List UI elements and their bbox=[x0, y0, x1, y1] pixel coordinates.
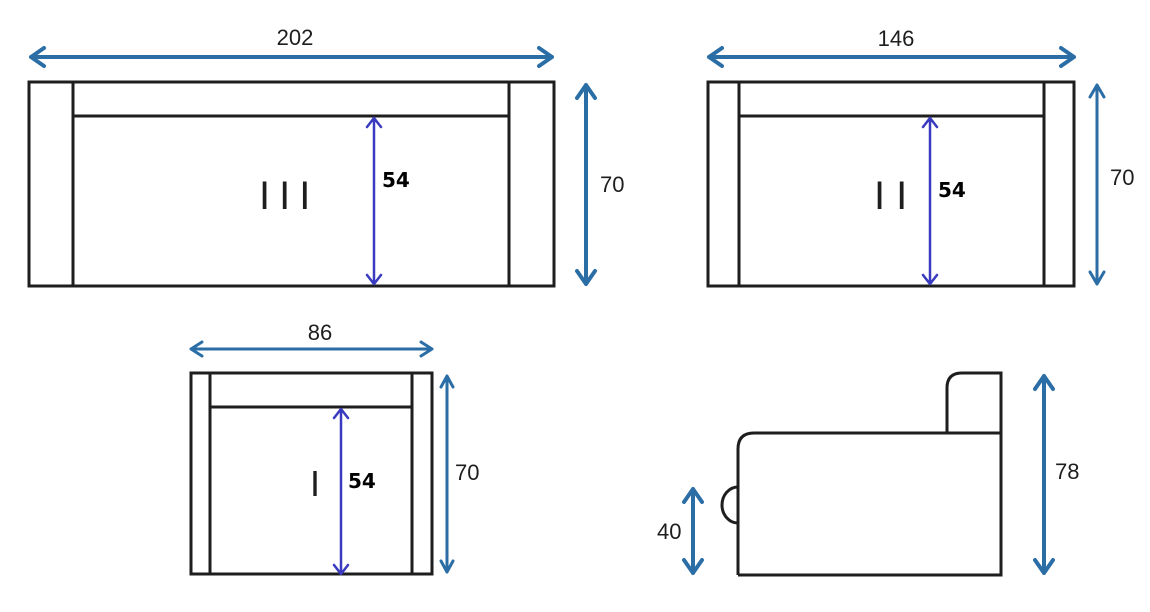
sofa-3-seat-top-view: III 202 70 54 bbox=[27, 25, 624, 288]
sofa2-depth-arrow bbox=[1088, 83, 1106, 286]
sofa3-seat-depth-arrow bbox=[365, 116, 383, 286]
side-seat-height-arrow bbox=[682, 487, 704, 575]
chair-width-label: 86 bbox=[308, 320, 332, 345]
side-height-label: 78 bbox=[1055, 459, 1079, 484]
side-armrest-bump bbox=[720, 485, 739, 525]
side-seat-height-label: 40 bbox=[657, 519, 681, 544]
side-height-arrow bbox=[1033, 374, 1055, 575]
sofa3-depth-label: 70 bbox=[600, 172, 624, 197]
chair-depth-label: 70 bbox=[455, 460, 479, 485]
sofa3-outline bbox=[27, 80, 556, 288]
sofa2-seat-marker: II bbox=[874, 174, 918, 218]
chair-depth-arrow bbox=[439, 374, 455, 574]
sofa3-depth-arrow bbox=[575, 83, 597, 286]
armchair-top-view: I 86 70 54 bbox=[189, 320, 479, 576]
chair-seat-marker: I bbox=[310, 463, 320, 504]
chair-seat-depth-label: 54 bbox=[348, 469, 376, 493]
chair-outline bbox=[189, 371, 434, 576]
sofa2-seat-depth-arrow bbox=[921, 116, 939, 286]
side-back-outline bbox=[738, 371, 1003, 577]
chair-seat-depth-arrow bbox=[332, 407, 350, 576]
sofa-side-view: 78 40 bbox=[657, 371, 1079, 577]
sofa3-width-arrow bbox=[29, 46, 554, 68]
sofa3-seat-depth-label: 54 bbox=[382, 168, 410, 192]
sofa2-width-label: 146 bbox=[878, 26, 915, 51]
sofa3-seat-marker: III bbox=[259, 174, 319, 218]
sofa2-seat-depth-label: 54 bbox=[938, 178, 966, 202]
sofa-2-seat-top-view: II 146 70 54 bbox=[706, 26, 1134, 288]
sofa2-width-arrow bbox=[707, 46, 1076, 68]
sofa3-width-label: 202 bbox=[277, 25, 314, 50]
chair-width-arrow bbox=[189, 340, 434, 358]
side-seat-outline bbox=[736, 431, 1001, 575]
sofa2-outline bbox=[706, 80, 1076, 288]
sofa2-depth-label: 70 bbox=[1110, 165, 1134, 190]
